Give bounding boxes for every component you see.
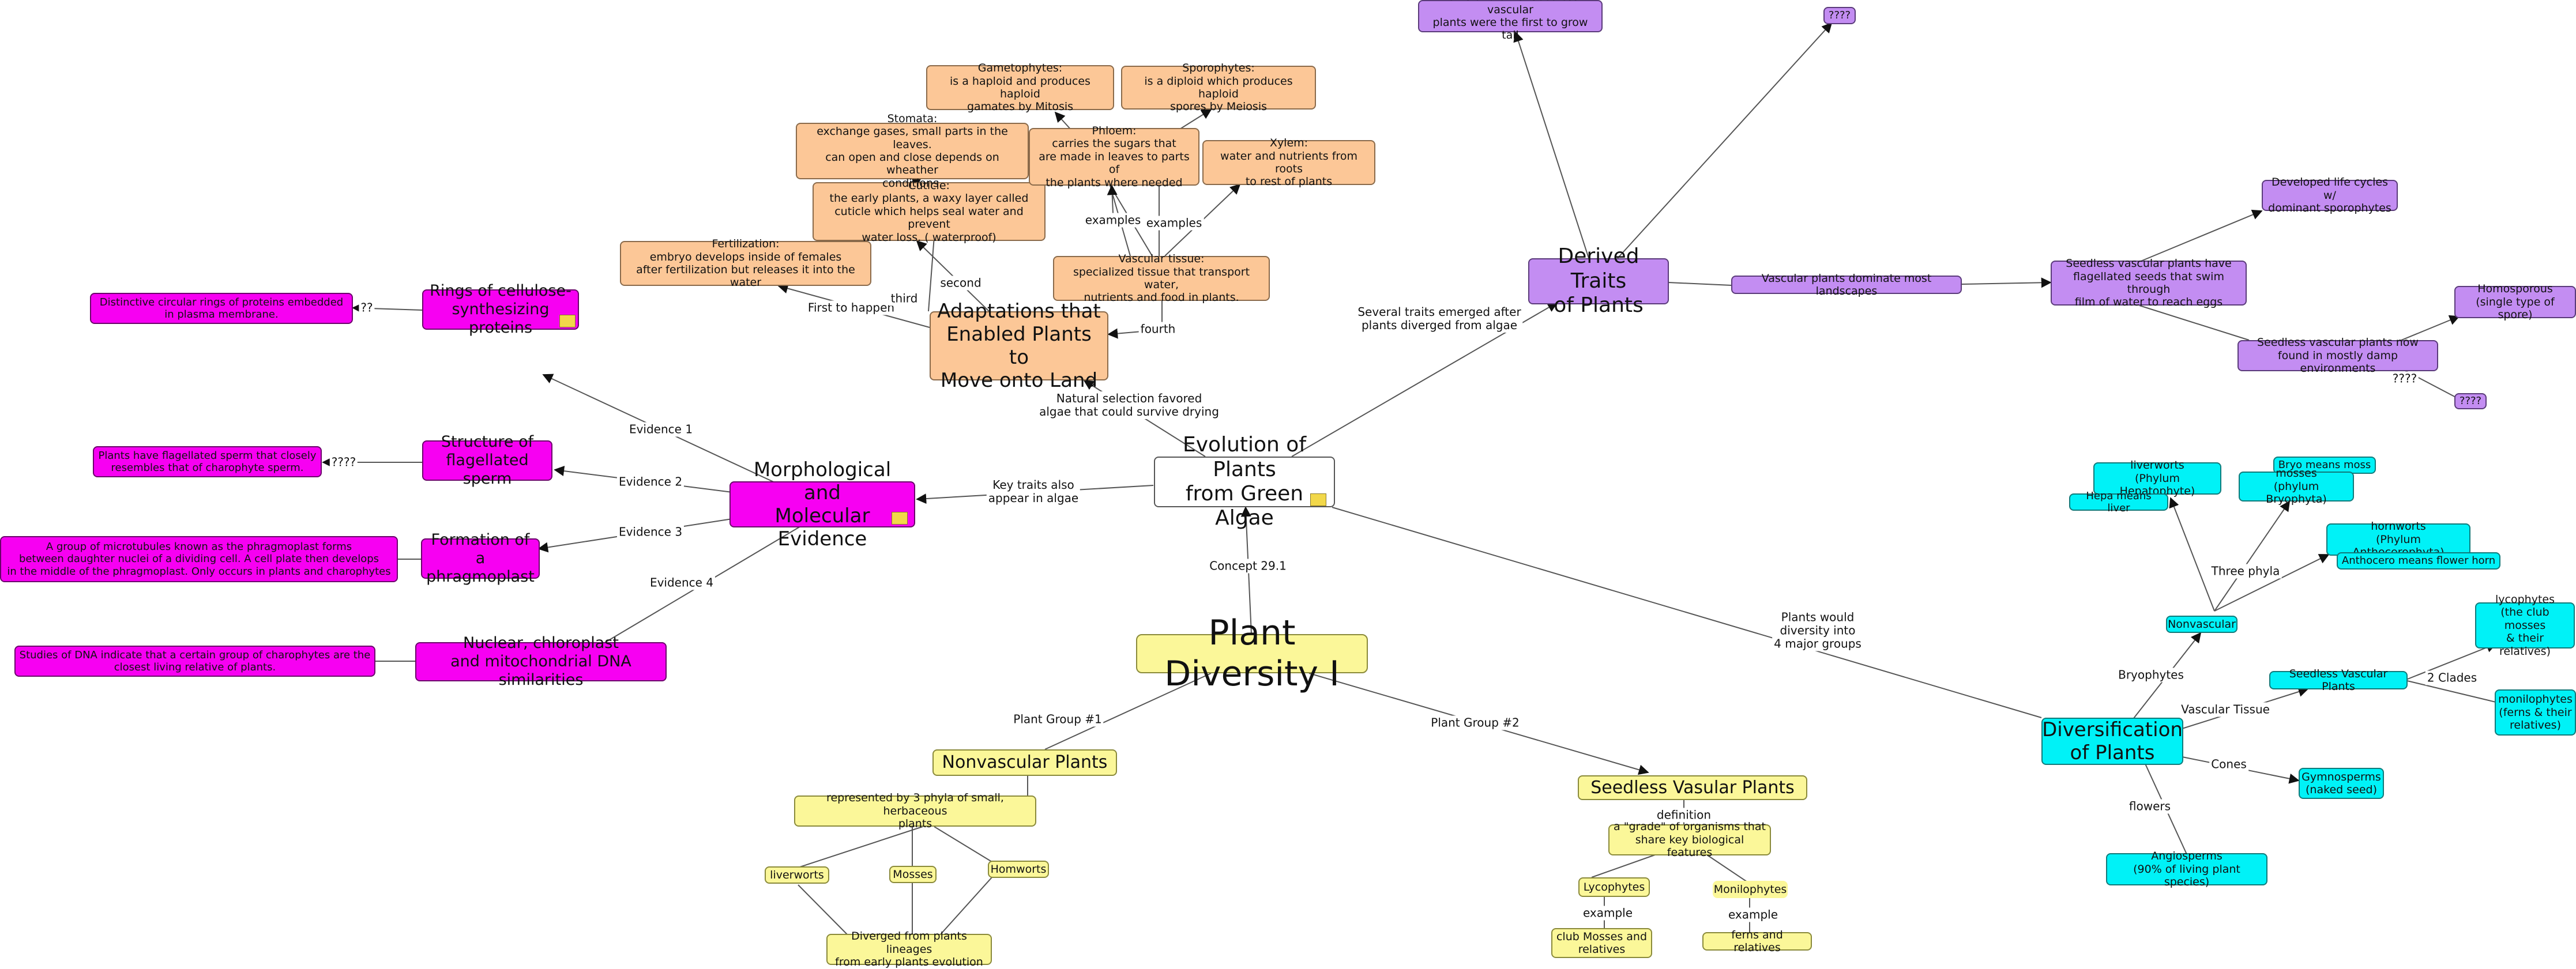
edge-label-examples-2: examples — [1144, 216, 1204, 231]
edge-label-damp-q: ???? — [2390, 371, 2419, 386]
concept-derived-traits[interactable]: Derived Traits of Plants — [1528, 244, 1669, 317]
concept-stomata[interactable]: Stomata: exchange gases, small parts in … — [796, 112, 1029, 190]
concept-fertilization[interactable]: Fertilization: embryo develops inside of… — [620, 237, 871, 289]
concept-life-cycles[interactable]: Developed life cycles w/ dominant sporop… — [2262, 176, 2398, 214]
concept-hornworts-yellow[interactable]: Homworts — [988, 861, 1049, 878]
concept-diversification[interactable]: Diversification of Plants — [2041, 718, 2183, 765]
concept-hepa-note[interactable]: Hepa means liver — [2069, 490, 2168, 514]
concept-gametophytes[interactable]: Gametophytes: is a haploid and produces … — [926, 62, 1114, 113]
edge-label-second: second — [938, 276, 983, 291]
note-icon[interactable] — [1310, 493, 1326, 506]
concept-grade-definition[interactable]: a "grade" of organisms that share key bi… — [1608, 820, 1771, 859]
edge-label-key-traits: Key traits also appear in algae — [986, 478, 1081, 506]
concept-seedless-vasular-plants[interactable]: Seedless Vasular Plants — [1578, 775, 1807, 800]
concept-phragmoplast[interactable]: Formation of a phragmoplast — [421, 531, 540, 586]
edge-label-plant-group-2: Plant Group #2 — [1429, 715, 1521, 730]
concept-monilophytes-cyan[interactable]: monilophytes (ferns & their relatives) — [2495, 689, 2576, 736]
concept-rings-cellulose[interactable]: Rings of cellulose- synthesizing protein… — [422, 282, 579, 337]
concept-xylem[interactable]: Xylem: water and nutrients from roots to… — [1202, 137, 1375, 188]
note-icon[interactable] — [892, 512, 908, 525]
concept-damp-question[interactable]: ???? — [2454, 393, 2487, 409]
edge-label-four-groups: Plants would diversity into 4 major grou… — [1772, 610, 1863, 651]
concept-cuticle[interactable]: Cuticle: the early plants, a waxy layer … — [813, 179, 1046, 244]
concept-damp-environments[interactable]: Seedless vascular plants now found in mo… — [2237, 336, 2438, 375]
concept-phragmoplast-note[interactable]: A group of microtubules known as the phr… — [0, 536, 398, 582]
concept-sporophytes[interactable]: Sporophytes: is a diploid which produces… — [1121, 62, 1316, 113]
concept-monilophytes-yellow[interactable]: Monilophytes — [1713, 881, 1788, 898]
concept-mosses-yellow[interactable]: Mosses — [889, 866, 937, 883]
edge-label-evidence-1: Evidence 1 — [627, 422, 695, 437]
edge-label-fourth: fourth — [1138, 322, 1178, 337]
concept-vascular-dominate[interactable]: Vascular plants dominate most landscapes — [1731, 272, 1962, 297]
edge-label-two-clades: 2 Clades — [2425, 670, 2479, 685]
concept-lycophytes-cyan[interactable]: lycophytes (the club mosses & their rela… — [2475, 593, 2575, 658]
edge-label-several-traits: Several traits emerged after plants dive… — [1356, 305, 1523, 333]
concept-liverworts-yellow[interactable]: liverworts — [765, 866, 829, 884]
edge-label-rings-q: ?? — [359, 300, 375, 315]
concept-dna-note[interactable]: Studies of DNA indicate that a certain g… — [14, 646, 375, 677]
concept-ferns-relatives[interactable]: ferns and relatives — [1702, 929, 1812, 954]
concept-anthocero-note[interactable]: Anthocero means flower horn — [2337, 552, 2500, 570]
concept-dna-similarities[interactable]: Nuclear, chloroplast and mitochondrial D… — [415, 634, 667, 689]
concept-ferns-tall[interactable]: Ferns and other seedless vascular plants… — [1418, 0, 1603, 42]
concept-mosses-cyan[interactable]: mosses (phylum Bryophyta) — [2239, 467, 2354, 506]
edge-label-plant-group-1: Plant Group #1 — [1011, 712, 1104, 727]
edge-label-flowers: flowers — [2127, 799, 2173, 814]
edge-label-evidence-2: Evidence 2 — [616, 474, 685, 489]
concept-flagellated-sperm[interactable]: Structure of flagellated sperm — [422, 433, 552, 488]
edge-label-third: third — [889, 291, 920, 306]
concept-plant-diversity[interactable]: Plant Diversity I — [1136, 613, 1368, 694]
edge-label-example-1: example — [1581, 906, 1635, 921]
concept-hornworts-cyan[interactable]: hornworts (Phylum Anthocerophyta) — [2326, 520, 2470, 559]
concept-vascular-tissue[interactable]: Vascular tissue: specialized tissue that… — [1053, 252, 1270, 304]
edge-label-example-2: example — [1726, 907, 1780, 922]
concept-lycophytes-yellow[interactable]: Lycophytes — [1578, 877, 1650, 897]
concept-rings-note[interactable]: Distinctive circular rings of proteins e… — [90, 293, 353, 324]
concept-nonvascular-definition[interactable]: represented by 3 phyla of small, herbace… — [794, 791, 1036, 830]
concept-gymnosperms[interactable]: Gymnosperms (naked seed) — [2299, 768, 2384, 799]
edge-label-examples-1: examples — [1083, 213, 1143, 228]
concept-nonvascular-plants[interactable]: Nonvascular Plants — [932, 749, 1117, 776]
concept-phloem[interactable]: Phloem: carries the sugars that are made… — [1029, 125, 1199, 189]
concept-evolution-green-algae[interactable]: Evolution of Plants from Green Algae — [1154, 433, 1335, 530]
edge-label-vascular-tissue: Vascular Tissue — [2179, 702, 2272, 717]
edge-label-evidence-4: Evidence 4 — [648, 575, 716, 590]
edge-label-sperm-q: ???? — [329, 455, 358, 470]
edge-label-cones: Cones — [2209, 757, 2248, 772]
edge-label-first: First to happen — [806, 300, 897, 315]
concept-adaptations-land[interactable]: Adaptations that Enabled Plants to Move … — [930, 300, 1108, 392]
edge-label-bryophytes: Bryophytes — [2116, 668, 2186, 683]
concept-sperm-note[interactable]: Plants have flagellated sperm that close… — [93, 446, 322, 477]
concept-morphological-evidence[interactable]: Morphological and Molecular Evidence — [729, 458, 915, 551]
edge-label-definition: definition — [1654, 808, 1713, 823]
concept-derived-question[interactable]: ???? — [1823, 7, 1856, 24]
concept-angiosperms[interactable]: Angiosperms (90% of living plant species… — [2106, 850, 2267, 888]
edge-label-natural-selection: Natural selection favored algae that cou… — [1037, 391, 1221, 419]
concept-seedless-flagellated[interactable]: Seedless vascular plants have flagellate… — [2051, 257, 2247, 308]
concept-diverged-lineages[interactable]: Diverged from plants lineages from early… — [826, 930, 992, 968]
concept-svp-cyan[interactable]: Seedless Vascular Plants — [2269, 668, 2408, 693]
edge-label-concept: Concept 29.1 — [1208, 559, 1288, 574]
edge-label-evidence-3: Evidence 3 — [616, 525, 685, 540]
concept-homosporous[interactable]: Homosporous (single type of spore) — [2454, 282, 2576, 321]
concept-club-mosses[interactable]: club Mosses and relatives — [1551, 928, 1652, 958]
concept-nonvascular-cyan[interactable]: Nonvascular — [2166, 616, 2237, 633]
edge-label-three-phyla: Three phyla — [2209, 564, 2282, 579]
note-icon[interactable] — [559, 315, 576, 327]
